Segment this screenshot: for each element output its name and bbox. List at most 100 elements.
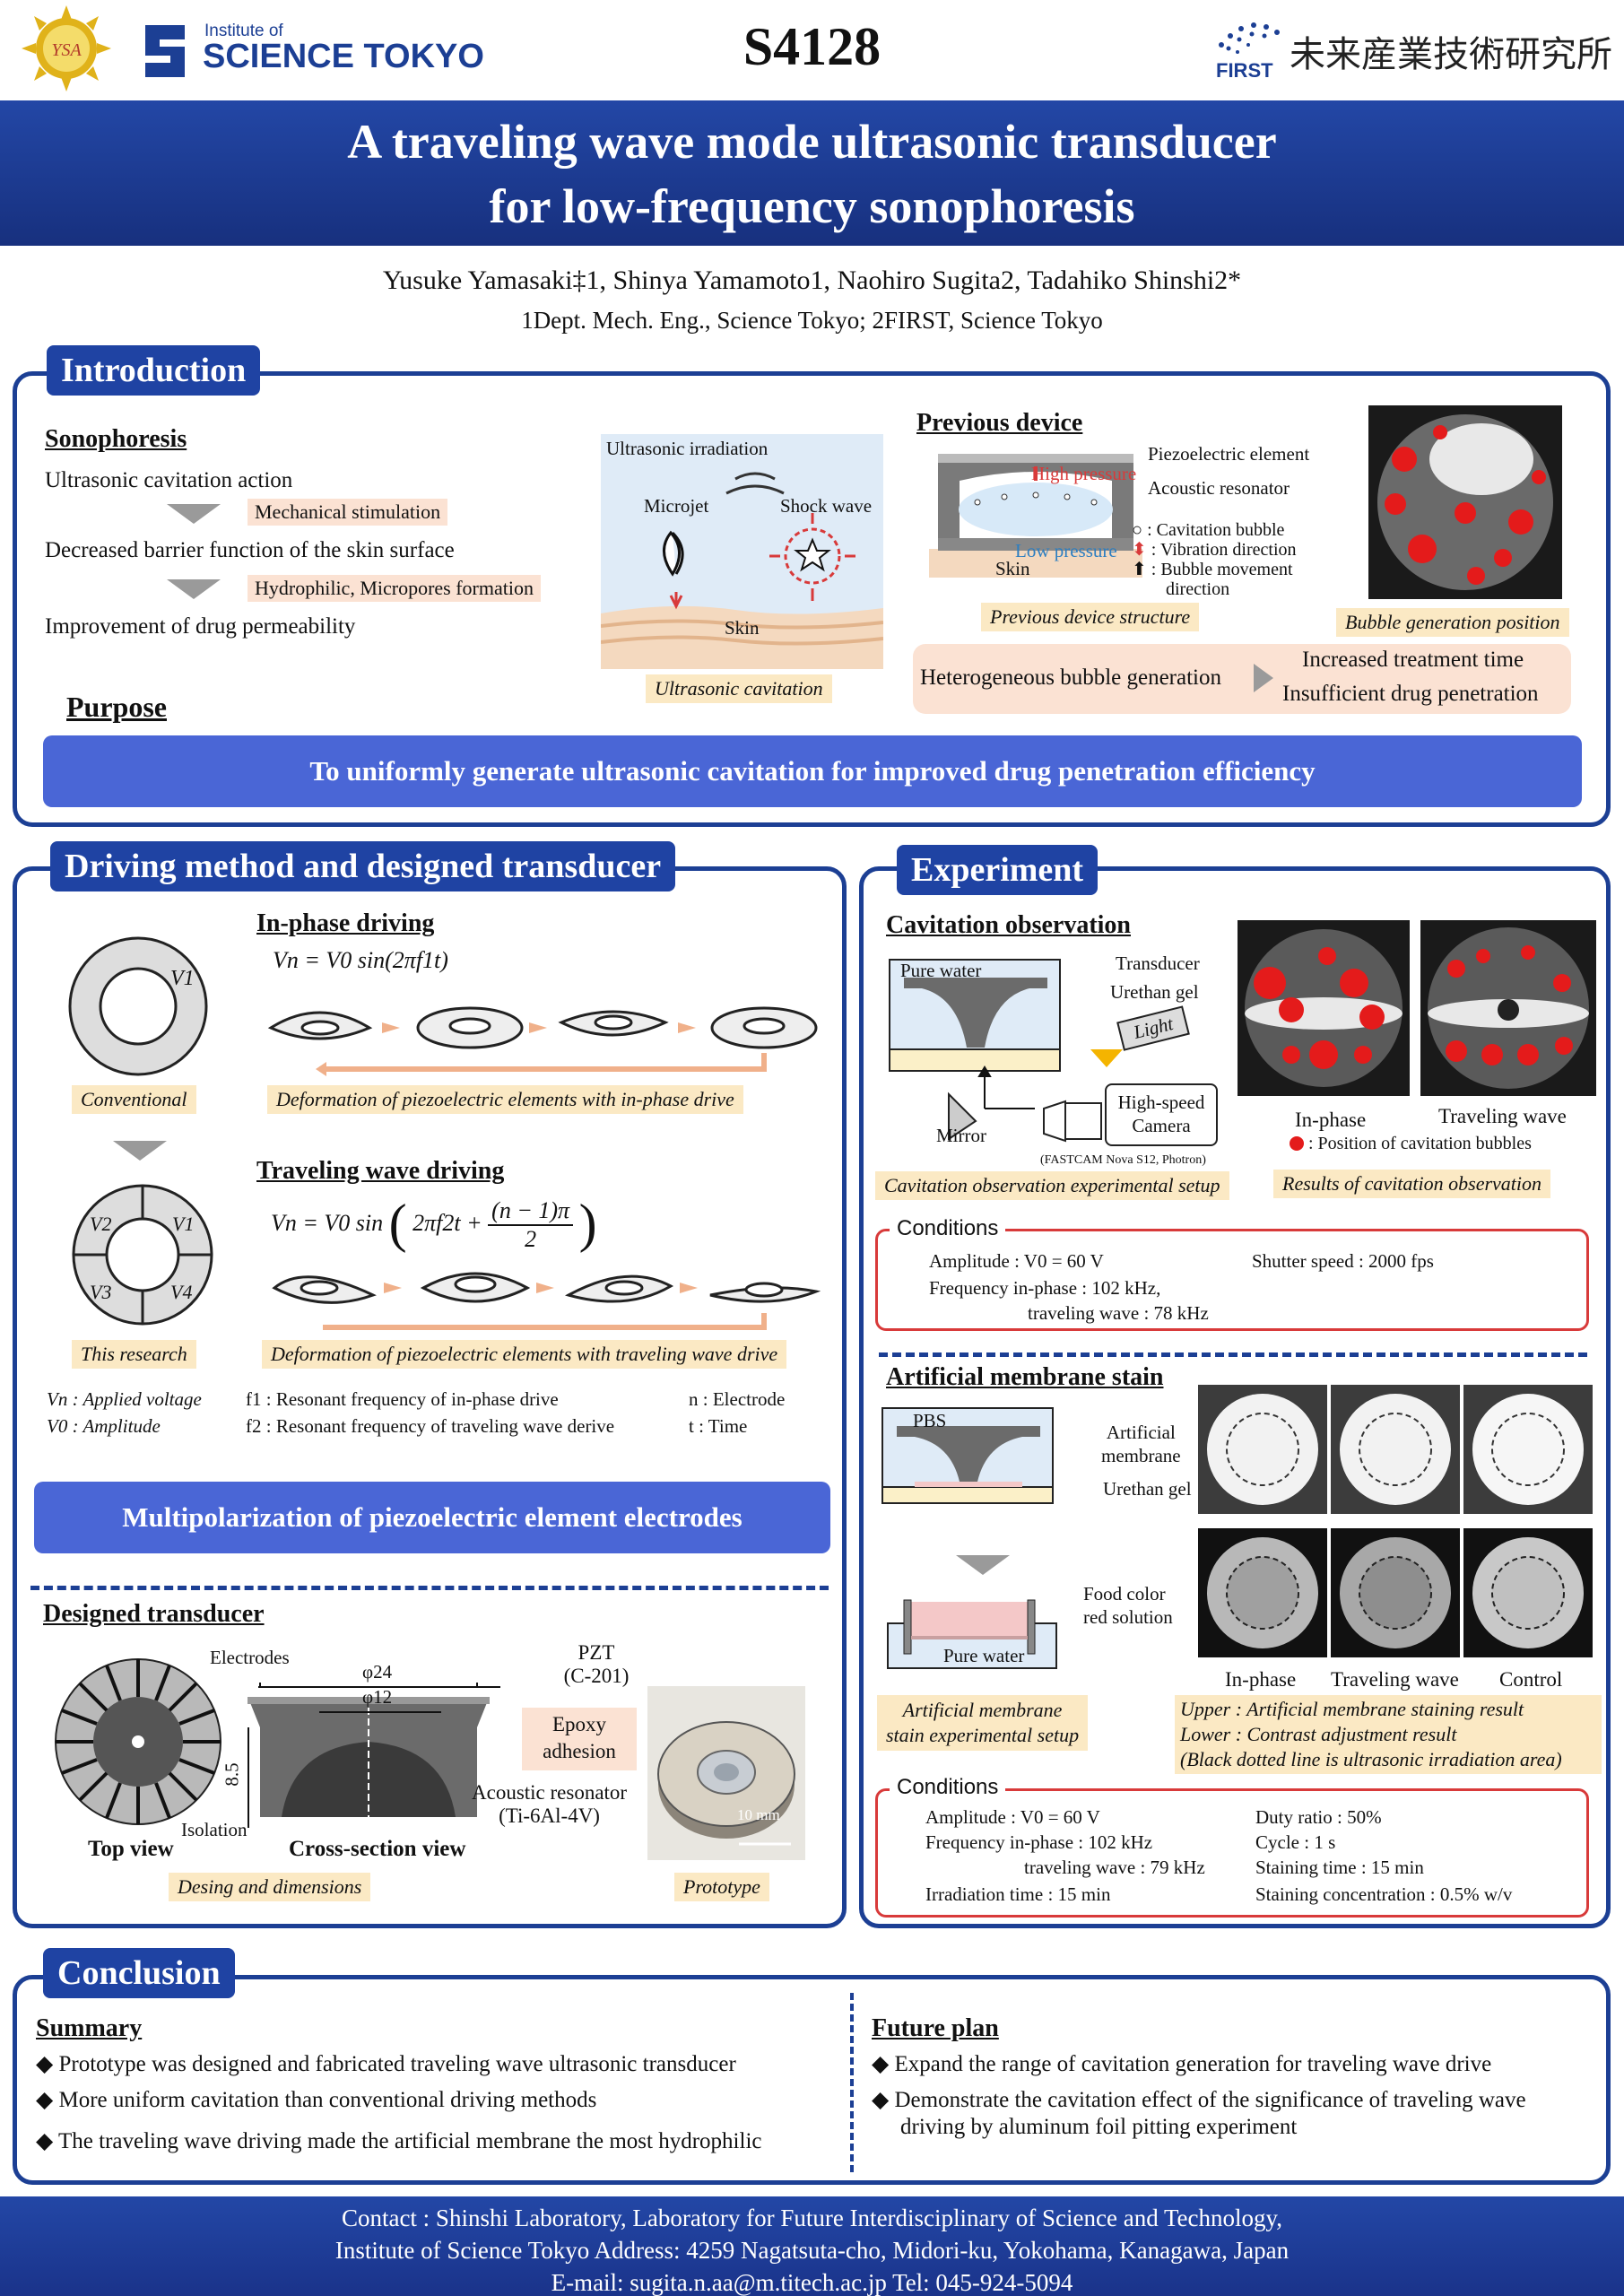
prev-piezo-label: Piezoelectric element bbox=[1148, 443, 1310, 465]
acoustic-line-2: (Ti-6Al-4V) bbox=[499, 1805, 600, 1827]
legend-direction: direction bbox=[1166, 579, 1230, 599]
conditions-1-label: Conditions bbox=[890, 1216, 1006, 1241]
mirror-label: Mirror bbox=[936, 1125, 986, 1146]
future-item: ◆ Expand the range of cavitation generat… bbox=[872, 2052, 1492, 2076]
cond1-traveling: traveling wave : 78 kHz bbox=[1028, 1302, 1209, 1324]
stain-caption-line-2: stain experimental setup bbox=[886, 1724, 1080, 1746]
col-control-label: Control bbox=[1499, 1668, 1563, 1691]
conventional-electrode-ring: V1 bbox=[66, 935, 210, 1078]
intro-tag-hydrophilic: Hydrophilic, Micropores formation bbox=[248, 575, 541, 602]
summary-list: ◆ Prototype was designed and fabricated … bbox=[36, 2050, 843, 2163]
dims-caption: Desing and dimensions bbox=[169, 1873, 371, 1901]
author-list: Yusuke Yamasaki‡1, Shinya Yamamoto1, Nao… bbox=[382, 265, 1242, 295]
pzt-name: PZT bbox=[578, 1641, 615, 1664]
position-legend-text: : Position of cavitation bubbles bbox=[1308, 1134, 1532, 1153]
prev-legend: ○ : Cavitation bubble ⬍ : Vibration dire… bbox=[1132, 520, 1297, 599]
first-logo: FIRST 未来産業技術研究所 bbox=[1211, 18, 1614, 90]
sonophoresis-heading: Sonophoresis bbox=[45, 425, 187, 453]
intro-arrow-2 bbox=[167, 579, 221, 599]
inphase-deformation-figure bbox=[265, 990, 821, 1080]
inphase-photo-label: In-phase bbox=[1295, 1109, 1367, 1131]
future-item-1-text: Expand the range of cavitation generatio… bbox=[894, 2052, 1492, 2076]
stain-setup-caption: Artificial membrane stain experimental s… bbox=[877, 1695, 1089, 1751]
eq2-denominator: 2 bbox=[525, 1226, 537, 1252]
cond2-cycle: Cycle : 1 s bbox=[1255, 1831, 1336, 1853]
isolation-label: Isolation bbox=[181, 1819, 248, 1840]
stain-photo-grid bbox=[1198, 1385, 1593, 1665]
result-drug-penetration: Insufficient drug penetration bbox=[1282, 682, 1539, 706]
stain-lower-note: Lower : Contrast adjustment result bbox=[1180, 1723, 1457, 1745]
cond2-amplitude: Amplitude : V0 = 60 V bbox=[925, 1806, 1100, 1828]
def-f2: f2 : Resonant frequency of traveling wav… bbox=[246, 1415, 615, 1437]
hetero-arrow bbox=[1254, 664, 1273, 692]
stain-legend-box: Upper : Artificial membrane staining res… bbox=[1175, 1695, 1602, 1774]
food-color-label: Food color red solution bbox=[1083, 1582, 1173, 1629]
phi12-label: φ12 bbox=[362, 1686, 393, 1708]
summary-item-3-text: The traveling wave driving made the arti… bbox=[58, 2129, 762, 2153]
prev-acoustic-label: Acoustic resonator bbox=[1148, 477, 1290, 499]
previous-device-caption: Previous device structure bbox=[981, 603, 1200, 631]
membrane-stain-heading: Artificial membrane stain bbox=[886, 1363, 1164, 1391]
def-v0: V0 : Amplitude bbox=[47, 1415, 161, 1437]
prev-high-pressure-label: High pressure bbox=[1031, 463, 1137, 484]
stain-upper-note: Upper : Artificial membrane staining res… bbox=[1180, 1698, 1524, 1720]
institute-small-label: Institute of bbox=[204, 22, 283, 40]
summary-item: ◆ Prototype was designed and fabricated … bbox=[36, 2052, 736, 2076]
cross-section-label: Cross-section view bbox=[289, 1837, 466, 1861]
introduction-title: Introduction bbox=[47, 345, 261, 396]
ring-v1b-label: V1 bbox=[172, 1213, 195, 1235]
col-traveling-label: Traveling wave bbox=[1331, 1668, 1459, 1691]
food-line-1: Food color bbox=[1083, 1583, 1166, 1605]
epoxy-line-2: adhesion bbox=[543, 1740, 616, 1762]
highspeed-camera-box: High-speed Camera bbox=[1105, 1083, 1218, 1146]
research-caption: This research bbox=[72, 1340, 196, 1369]
intro-line-3: Improvement of drug permeability bbox=[45, 614, 356, 639]
cond2-concentration: Staining concentration : 0.5% w/v bbox=[1255, 1883, 1513, 1905]
cond1-shutter: Shutter speed : 2000 fps bbox=[1252, 1250, 1434, 1272]
legend-vibration: : Vibration direction bbox=[1151, 540, 1297, 560]
result-treatment-time: Increased treatment time bbox=[1302, 648, 1524, 672]
summary-heading: Summary bbox=[36, 2014, 143, 2042]
title-band: A traveling wave mode ultrasonic transdu… bbox=[0, 100, 1624, 246]
fig-microjet-label: Microjet bbox=[644, 495, 709, 517]
art-membrane-line-2: membrane bbox=[1101, 1445, 1181, 1466]
cond1-amplitude: Amplitude : V0 = 60 V bbox=[929, 1250, 1104, 1272]
fig-irradiation-label: Ultrasonic irradiation bbox=[606, 438, 769, 459]
def-n: n : Electrode bbox=[689, 1388, 786, 1410]
cond2-traveling: traveling wave : 79 kHz bbox=[1024, 1857, 1205, 1878]
ysa-logo-text: YSA bbox=[51, 40, 82, 60]
transducer-cross-section bbox=[239, 1681, 499, 1835]
transducer-label: Transducer bbox=[1116, 952, 1200, 974]
inphase-heading: In-phase driving bbox=[256, 909, 435, 937]
eq2-mid: 2πf2t + bbox=[413, 1210, 482, 1236]
top-view-label: Top view bbox=[88, 1837, 174, 1861]
driving-divider bbox=[30, 1586, 829, 1590]
fig-shockwave-label: Shock wave bbox=[780, 495, 873, 517]
red-dot-icon bbox=[1290, 1136, 1304, 1151]
stain-dotted-note: (Black dotted line is ultrasonic irradia… bbox=[1180, 1748, 1562, 1770]
future-list: ◆ Expand the range of cavitation generat… bbox=[872, 2050, 1598, 2149]
designed-transducer-heading: Designed transducer bbox=[43, 1600, 265, 1628]
purpose-heading: Purpose bbox=[66, 691, 167, 723]
prev-low-pressure-label: Low pressure bbox=[1015, 540, 1117, 561]
urethan-gel-label: Urethan gel bbox=[1110, 981, 1199, 1003]
def-t: t : Time bbox=[689, 1415, 748, 1437]
cond1-frequency: Frequency in-phase : 102 kHz, bbox=[929, 1277, 1161, 1299]
cond2-irradiation: Irradiation time : 15 min bbox=[925, 1883, 1111, 1905]
title-line-2: for low-frequency sonophoresis bbox=[489, 179, 1135, 233]
title-line-1: A traveling wave mode ultrasonic transdu… bbox=[347, 115, 1277, 169]
stain-arrow bbox=[956, 1555, 1010, 1575]
cavitation-setup-caption: Cavitation observation experimental setu… bbox=[875, 1171, 1229, 1200]
artificial-membrane-label: Artificial membrane bbox=[1101, 1421, 1181, 1467]
heterogeneous-label: Heterogeneous bubble generation bbox=[920, 665, 1221, 690]
future-item: ◆ Demonstrate the cavitation effect of t… bbox=[872, 2088, 1526, 2112]
transducer-top-view bbox=[52, 1656, 224, 1828]
ring-v4-label: V4 bbox=[170, 1281, 193, 1303]
prev-skin-label: Skin bbox=[995, 558, 1030, 579]
affiliation: 1Dept. Mech. Eng., Science Tokyo; 2FIRST… bbox=[521, 307, 1103, 334]
conclusion-title: Conclusion bbox=[43, 1948, 235, 1998]
purpose-bar: To uniformly generate ultrasonic cavitat… bbox=[43, 735, 1582, 807]
food-line-2: red solution bbox=[1083, 1606, 1173, 1628]
poster-code: S4128 bbox=[743, 17, 881, 76]
ring-v2-label: V2 bbox=[90, 1213, 112, 1235]
